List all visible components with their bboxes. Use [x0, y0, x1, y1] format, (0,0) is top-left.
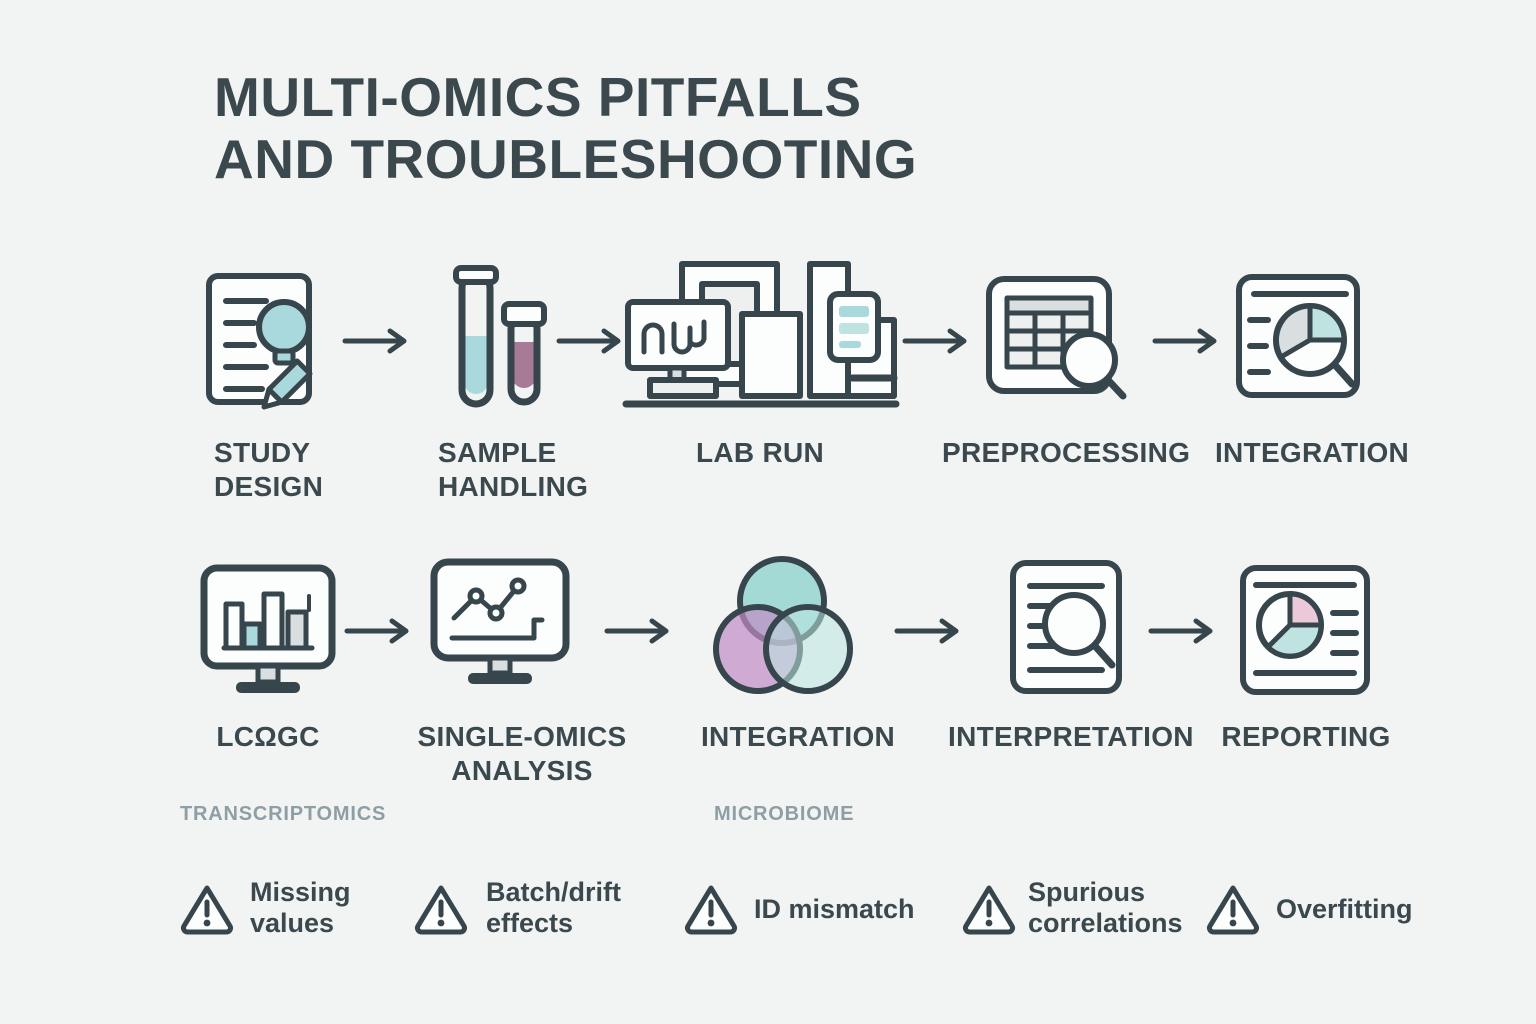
test-tubes-icon — [444, 264, 552, 416]
warning-triangle-icon — [180, 883, 234, 935]
title-line-2: AND TROUBLESHOOTING — [214, 128, 918, 190]
pitfall-spurious-correlations: Spurious correlations — [1028, 877, 1183, 938]
flow-arrow — [1148, 618, 1216, 644]
line-chart-monitor-icon — [428, 558, 573, 692]
step-label-preprocessing: PREPROCESSING — [942, 437, 1191, 468]
pie-chart-magnifier-icon — [1234, 272, 1370, 404]
warning-triangle-icon — [684, 883, 738, 935]
study-design-icon — [204, 271, 322, 411]
step-label-study-design: STUDY DESIGN — [214, 437, 324, 502]
flow-arrow — [556, 328, 624, 354]
step-label-lab-run: LAB RUN — [695, 437, 825, 468]
page-title: MULTI-OMICS PITFALLS AND TROUBLESHOOTING — [214, 66, 917, 190]
sublabel-microbiome: MICROBIOME — [714, 803, 855, 825]
step-label-interpretation: INTERPRETATION — [948, 721, 1194, 752]
warning-triangle-icon — [962, 883, 1016, 935]
lab-instrument-icon — [622, 258, 900, 410]
bar-chart-monitor-icon — [198, 562, 338, 699]
report-pie-icon — [1238, 563, 1372, 697]
flow-arrow — [342, 328, 410, 354]
warning-triangle-icon — [1206, 883, 1260, 935]
pitfall-missing-values: Missing values — [250, 877, 351, 938]
document-magnifier-icon — [1008, 558, 1128, 698]
pitfall-batch-drift: Batch/drift effects — [486, 877, 621, 938]
title-line-1: MULTI-OMICS PITFALLS — [214, 66, 862, 128]
venn-diagram-icon — [702, 553, 862, 703]
step-label-reporting: REPORTING — [1221, 721, 1391, 752]
step-label-sample-handling: SAMPLE HANDLING — [438, 437, 589, 502]
flow-arrow — [1152, 328, 1220, 354]
warning-triangle-icon — [414, 883, 468, 935]
step-label-single-omics: SINGLE-OMICS ANALYSIS — [417, 721, 627, 786]
flow-arrow — [894, 618, 962, 644]
pitfall-id-mismatch: ID mismatch — [754, 894, 915, 924]
step-label-lcgc: LCΩGC — [216, 721, 320, 752]
pitfall-overfitting: Overfitting — [1276, 894, 1413, 924]
step-label-integration-1: INTEGRATION — [1214, 437, 1410, 468]
flow-arrow — [604, 618, 672, 644]
table-magnifier-icon — [984, 274, 1132, 406]
flow-arrow — [344, 618, 412, 644]
sublabel-transcriptomics: TRANSCRIPTOMICS — [180, 803, 387, 825]
step-label-integration-2: INTEGRATION — [700, 721, 896, 752]
flow-arrow — [902, 328, 970, 354]
